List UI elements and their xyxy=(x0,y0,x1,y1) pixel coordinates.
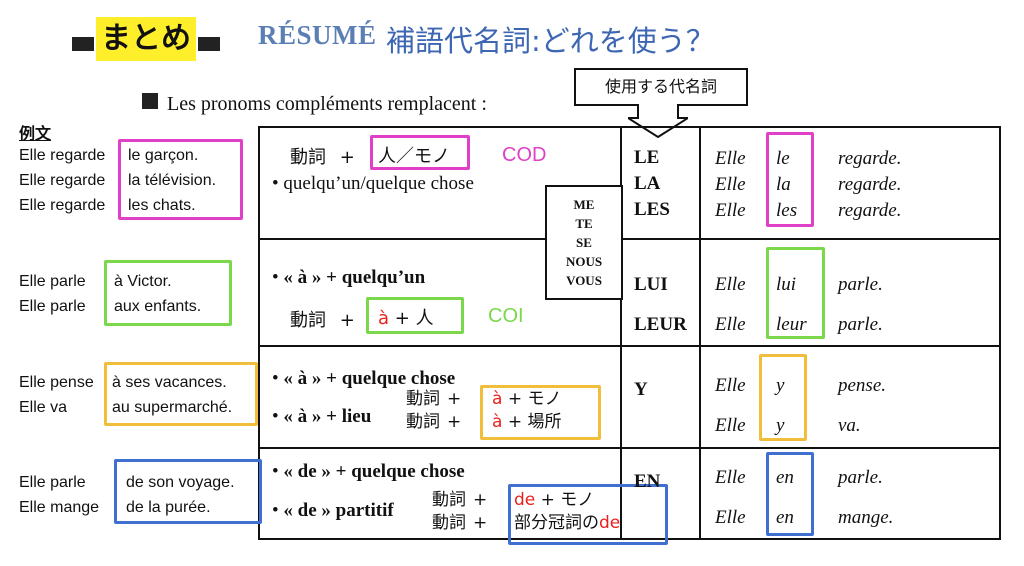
answer-pronoun-box-3 xyxy=(759,354,807,441)
rule-4-line-1: • « de » + quelque chose xyxy=(272,461,465,482)
example-objects-box-2 xyxy=(104,260,232,326)
pronouns-2: LUI LEUR xyxy=(634,274,687,335)
matome-label: まとめ xyxy=(96,17,196,61)
table-row-divider-3 xyxy=(258,447,1001,449)
example-subjects-1: Elle regarde Elle regarde Elle regarde xyxy=(19,147,106,214)
answer-subjects-1: Elle Elle Elle xyxy=(715,148,746,221)
examples-label: 例文 xyxy=(19,124,52,143)
example-objects-1: le garçon. la télévision. les chats. xyxy=(128,147,217,214)
pronouns-3: Y xyxy=(634,379,648,400)
rule-1-line-1: 動詞 + xyxy=(290,147,355,168)
pronoun-callout: 使用する代名詞 xyxy=(574,68,748,106)
example-objects-box-1 xyxy=(118,139,243,220)
reflexive-pronoun-note: ME TE SE NOUS VOUS xyxy=(545,185,623,300)
answer-pronouns-3: y y xyxy=(776,375,785,436)
table-border-top xyxy=(258,126,1001,128)
cod-tag: COD xyxy=(502,144,547,166)
rule-2-line-1: • « à » + quelqu’un xyxy=(272,267,426,288)
example-subjects-4: Elle parle Elle mange xyxy=(19,474,100,516)
answer-pronoun-box-2 xyxy=(766,247,825,339)
rule-1-box-text: 人／モノ xyxy=(378,146,450,167)
rule-1-line-2: • quelqu’un/quelque chose xyxy=(272,173,474,194)
pronouns-4: EN xyxy=(634,471,661,492)
rule-3-box-text: à + モノ à + 場所 xyxy=(492,389,562,432)
example-objects-4: de son voyage. de la purée. xyxy=(126,474,235,516)
rule-2-box xyxy=(366,297,464,334)
rule-3-line-1: • « à » + quelque chose xyxy=(272,368,456,389)
answer-pronoun-box-1 xyxy=(766,132,814,227)
answer-pronouns-4: en en xyxy=(776,467,794,528)
table-border-left xyxy=(258,126,260,540)
rule-4-box xyxy=(508,484,668,545)
rule-4-line-2: • « de » partitif xyxy=(272,500,394,521)
table-border-bottom xyxy=(258,538,1001,540)
rule-2-line-2: 動詞 + xyxy=(290,310,355,331)
decor-square-right xyxy=(198,37,220,51)
rule-4-jp: 動詞+ 動詞+ xyxy=(432,490,488,533)
answer-verbs-4: parle. mange. xyxy=(838,467,894,528)
example-subjects-3: Elle pense Elle va xyxy=(19,374,94,416)
answer-subjects-4: Elle Elle xyxy=(715,467,746,528)
resume-title: RÉSUMÉ xyxy=(258,20,377,50)
answer-pronouns-2: lui leur xyxy=(776,274,807,335)
answer-pronouns-1: le la les xyxy=(776,148,798,221)
example-objects-box-4 xyxy=(114,459,262,524)
rule-4-box-text: de + モノ 部分冠詞のde xyxy=(514,490,621,533)
answer-verbs-2: parle. parle. xyxy=(838,274,883,335)
table-row-divider-2 xyxy=(258,345,1001,347)
example-objects-3: à ses vacances. au supermarché. xyxy=(112,374,233,416)
example-subjects-2: Elle parle Elle parle xyxy=(19,273,86,315)
table-col-divider-1 xyxy=(620,126,622,540)
decor-square-left xyxy=(72,37,94,51)
rule-2-box-text: à + 人 xyxy=(378,308,434,329)
callout-label: 使用する代名詞 xyxy=(604,77,717,96)
bullet-square xyxy=(142,93,158,109)
rule-3-jp: 動詞+ 動詞+ xyxy=(406,388,469,434)
example-objects-2: à Victor. aux enfants. xyxy=(114,273,202,315)
table-row-divider-1 xyxy=(258,238,1001,240)
answer-verbs-3: pense. va. xyxy=(838,375,887,436)
answer-pronoun-box-4 xyxy=(766,452,814,536)
table-border-right xyxy=(999,126,1001,540)
table-col-divider-2 xyxy=(699,126,701,540)
example-objects-box-3 xyxy=(104,362,258,426)
pronouns-1: LE LA LES xyxy=(634,147,670,220)
answer-subjects-3: Elle Elle xyxy=(715,375,746,436)
rule-3-box xyxy=(480,385,601,440)
answer-subjects-2: Elle Elle xyxy=(715,274,746,335)
intro-text: Les pronoms compléments remplacent : xyxy=(167,93,487,115)
rule-3-line-2: • « à » + lieu xyxy=(272,406,372,427)
rule-1-box xyxy=(370,135,470,170)
answer-verbs-1: regarde. regarde. regarde. xyxy=(838,148,902,221)
page-title: 補語代名詞:どれを使う？ xyxy=(386,24,715,58)
coi-tag: COI xyxy=(488,305,524,327)
callout-arrow-icon xyxy=(628,104,688,138)
